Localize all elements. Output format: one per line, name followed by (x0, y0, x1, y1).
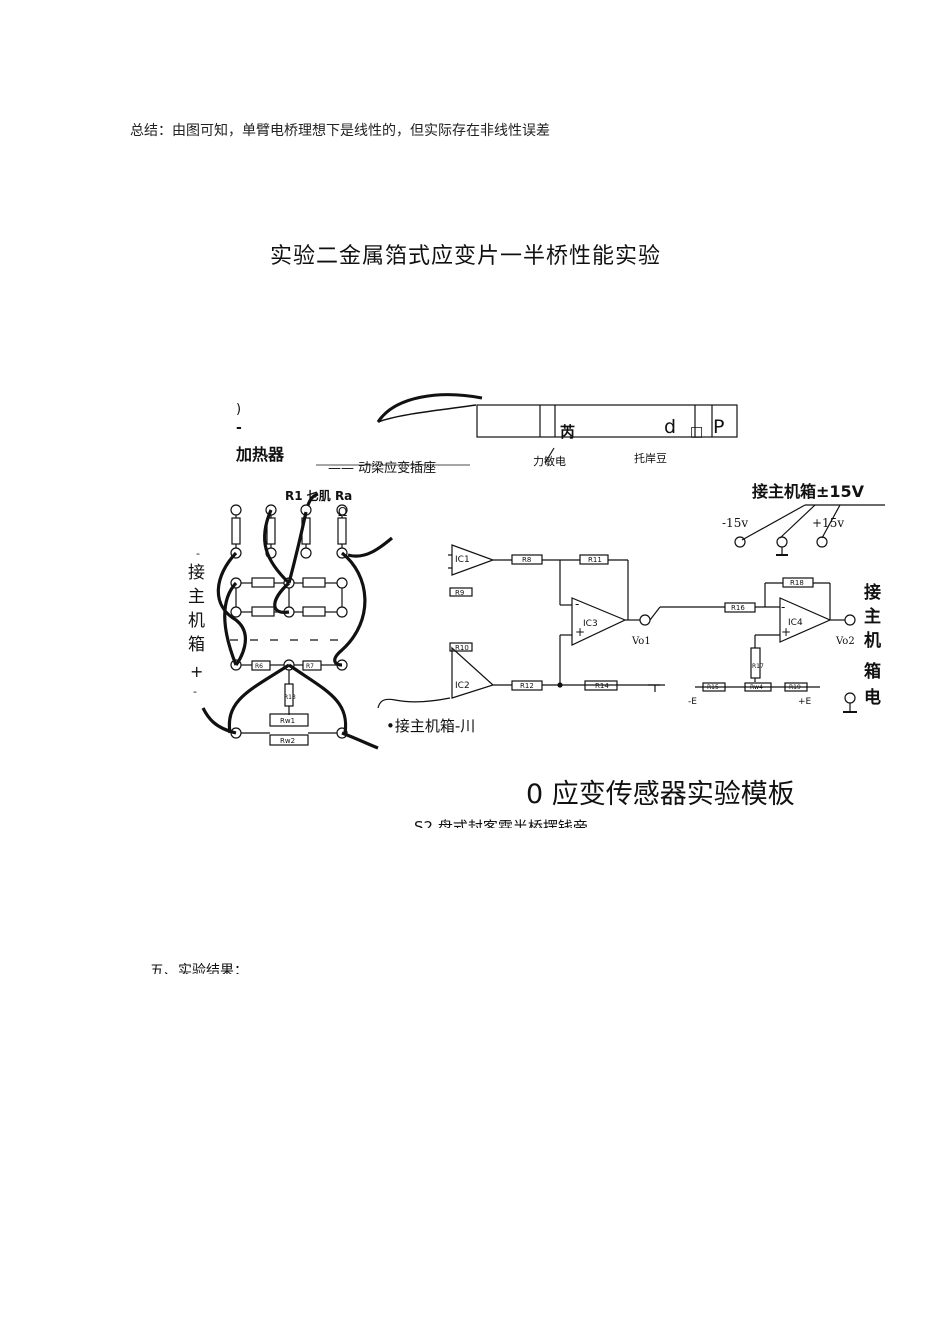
beam-label-3: □ (690, 424, 703, 440)
connection-wires (201, 492, 394, 750)
bottom-connect-label: •接主机箱-川 (386, 717, 475, 735)
top-mark-1: ) (236, 402, 241, 417)
res-r9: R9 (455, 589, 464, 597)
res-r12: R12 (520, 682, 534, 690)
right-vertical-3: 机 (864, 630, 881, 651)
top-mark-2: - (236, 420, 242, 436)
res-r16: R16 (731, 604, 745, 612)
r-label: R1 乜肌 Ra (285, 488, 352, 503)
res-r11: R11 (588, 556, 602, 564)
res-r18: R18 (790, 579, 804, 587)
left-vertical-0: - (196, 547, 200, 560)
left-vertical-2: 主 (188, 587, 205, 607)
summary-text: 总结：由图可知，单臂电桥理想下是线性的，但实际存在非线性误差 (130, 123, 550, 139)
beam-body (476, 404, 738, 438)
chip-ic2: IC2 (455, 681, 470, 691)
ic3-plus: + (575, 625, 585, 639)
amplifier-section (377, 544, 857, 713)
res-r10: R10 (455, 644, 469, 652)
left-vertical-6: - (193, 685, 197, 698)
beam-label-1: 芮 (560, 423, 575, 441)
left-vertical-5: + (190, 662, 203, 681)
res-rw1: Rw1 (280, 717, 295, 725)
socket-label: —— 动梁应变插座 (328, 460, 436, 476)
heater-label: 加热器 (235, 445, 285, 464)
left-vertical-4: 箱 (188, 635, 205, 655)
r-sub: Ω (338, 505, 347, 519)
subtitle-clip (400, 828, 630, 842)
top-terminals (230, 504, 348, 559)
experiment-title: 实验二金属箔式应变片一半桥性能实验 (270, 244, 662, 269)
power-label: 接主机箱±15V (752, 482, 865, 501)
res-r19: R19 (789, 684, 801, 691)
res-rw2: Rw2 (280, 737, 295, 745)
beam-sublabel-2: 托岸豆 (634, 451, 667, 465)
beam-label-4: P (713, 416, 724, 438)
res-r14: R14 (595, 682, 609, 690)
right-vertical-2: 主 (864, 606, 881, 627)
chip-ic4: IC4 (788, 618, 803, 628)
chip-ic1: IC1 (455, 555, 470, 565)
ic4-plus: + (781, 625, 791, 639)
power-terminals (734, 504, 885, 556)
right-vertical-4: 箱 (864, 661, 881, 682)
beam-label-2: d (664, 416, 676, 438)
right-vertical-5: 电 (864, 687, 881, 708)
res-r7: R7 (306, 663, 314, 670)
left-vertical-1: 接 (188, 563, 205, 583)
output-vo2: Vo2 (835, 636, 855, 647)
res-rw4: Rw4 (750, 684, 763, 691)
right-vertical-1: 接 (864, 582, 881, 603)
beam-sublabel-1: 力敏电 (533, 454, 566, 468)
res-r13: R13 (284, 694, 296, 701)
ic3-minus: - (575, 597, 579, 611)
chip-ic3: IC3 (583, 619, 598, 629)
bottom-term-neg: -E (688, 697, 697, 707)
section-heading: 五、实验结果： (150, 963, 248, 974)
power-term-neg: -15v (722, 516, 748, 530)
res-r6: R6 (255, 663, 263, 670)
output-vo1: Vo1 (631, 636, 651, 647)
ic4-minus: - (781, 600, 785, 614)
bottom-term-pos: +E (798, 697, 812, 707)
res-r8: R8 (522, 556, 531, 564)
left-vertical-3: 机 (188, 611, 205, 631)
res-r15: R15 (707, 684, 719, 691)
board-title: 0 应变传感器实验模板 (526, 779, 795, 810)
power-term-pos: +15v (812, 516, 844, 530)
res-r17: R17 (752, 663, 764, 670)
beam-curve (376, 393, 483, 423)
